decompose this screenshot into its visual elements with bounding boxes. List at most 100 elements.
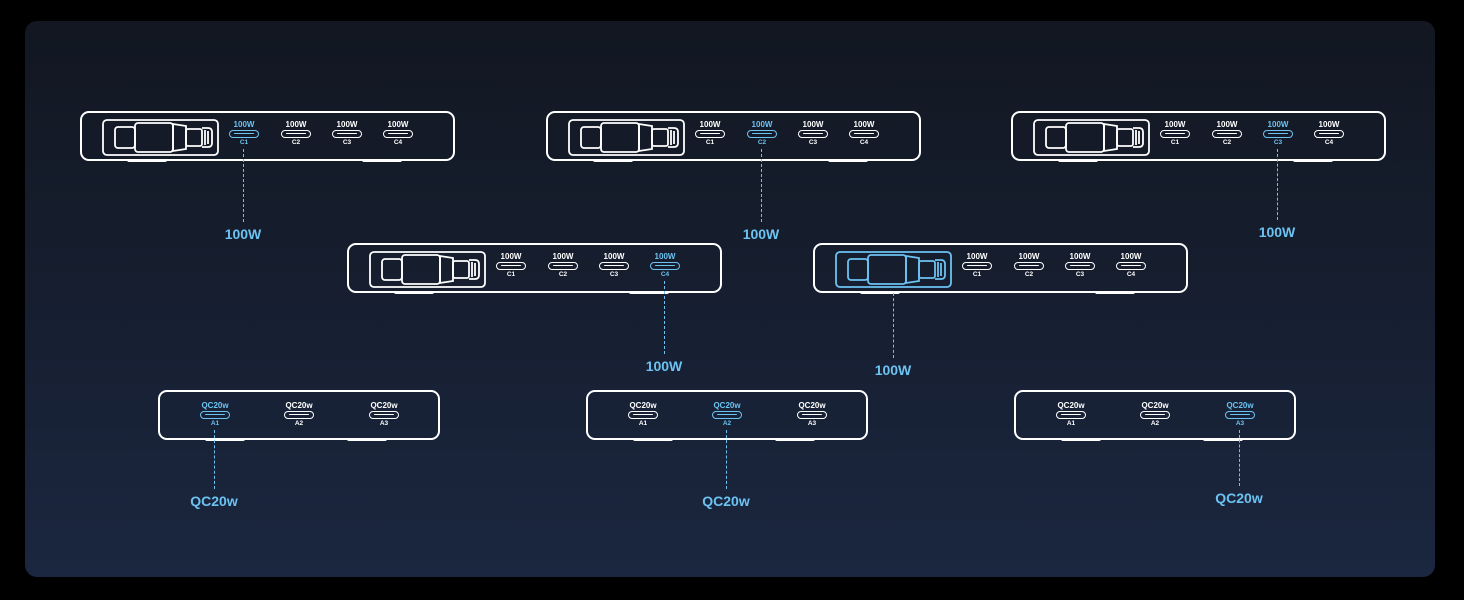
port-slot: [650, 262, 680, 270]
port-rating: 100W: [387, 120, 409, 129]
usb-c-lead-line-5: [893, 293, 894, 358]
port-slot: [1065, 262, 1095, 270]
port-slot: [1160, 130, 1190, 138]
port-rating: QC20w: [1057, 401, 1085, 410]
usb-port-c3[interactable]: 100W C3: [1262, 120, 1294, 147]
port-label: C3: [609, 271, 619, 278]
port-label: C2: [757, 139, 767, 146]
port-label: C1: [239, 139, 249, 146]
port-rating: 100W: [285, 120, 307, 129]
port-slot: [548, 262, 578, 270]
port-slot: [1116, 262, 1146, 270]
port-slot: [849, 130, 879, 138]
port-rating: 100W: [336, 120, 358, 129]
station-foot-left: [1058, 159, 1098, 162]
usb-c-callout-4: 100W: [645, 358, 683, 374]
port-rating: 100W: [1267, 120, 1289, 129]
usb-a-lead-line-3: [1239, 430, 1240, 486]
port-label: C3: [1075, 271, 1085, 278]
port-label: A1: [210, 420, 220, 427]
port-label: C3: [342, 139, 352, 146]
port-label: C2: [1222, 139, 1232, 146]
port-label: A3: [807, 420, 817, 427]
port-slot: [695, 130, 725, 138]
port-slot: [284, 411, 314, 419]
built-in-cable-icon[interactable]: [568, 119, 685, 156]
port-slot: [712, 411, 742, 419]
port-label: A3: [1235, 420, 1245, 427]
port-slot: [1263, 130, 1293, 138]
port-rating: 100W: [1120, 252, 1142, 261]
station-foot-right: [1293, 159, 1333, 162]
port-rating: QC20w: [629, 401, 657, 410]
station-foot-right: [629, 291, 669, 294]
built-in-cable-icon[interactable]: [102, 119, 219, 156]
usb-c-lead-line-4: [664, 281, 665, 354]
port-label: A1: [638, 420, 648, 427]
port-slot: [599, 262, 629, 270]
port-slot: [628, 411, 658, 419]
port-slot: [1140, 411, 1170, 419]
port-slot: [1014, 262, 1044, 270]
station-foot-left: [593, 159, 633, 162]
usb-c-callout-2: 100W: [742, 226, 780, 242]
port-slot: [962, 262, 992, 270]
port-label: C3: [1273, 139, 1283, 146]
port-label: A2: [1150, 420, 1160, 427]
port-rating: 100W: [699, 120, 721, 129]
port-rating: 100W: [1018, 252, 1040, 261]
port-label: C1: [705, 139, 715, 146]
port-rating: 100W: [233, 120, 255, 129]
usb-port-c1[interactable]: 100W C1: [694, 120, 726, 147]
port-rating: 100W: [654, 252, 676, 261]
station-foot-right: [828, 159, 868, 162]
port-label: C2: [291, 139, 301, 146]
usb-port-c2[interactable]: 100W C2: [280, 120, 312, 147]
port-rating: 100W: [966, 252, 988, 261]
built-in-cable-icon[interactable]: [1033, 119, 1150, 156]
port-label: C4: [859, 139, 869, 146]
station-foot-left: [127, 159, 167, 162]
usb-port-c1[interactable]: 100W C1: [228, 120, 260, 147]
usb-c-callout-5: 100W: [874, 362, 912, 378]
port-rating: QC20w: [713, 401, 741, 410]
usb-a-lead-line-1: [214, 430, 215, 489]
station-foot-left: [205, 438, 245, 441]
station-foot-left: [394, 291, 434, 294]
port-slot: [1225, 411, 1255, 419]
usb-port-c3[interactable]: 100W C3: [331, 120, 363, 147]
station-foot-left: [1061, 438, 1101, 441]
usb-c-lead-line-1: [243, 149, 244, 222]
port-label: C1: [506, 271, 516, 278]
built-in-cable-icon[interactable]: [369, 251, 486, 288]
built-in-cable-icon[interactable]: [835, 251, 952, 288]
port-label: C2: [558, 271, 568, 278]
